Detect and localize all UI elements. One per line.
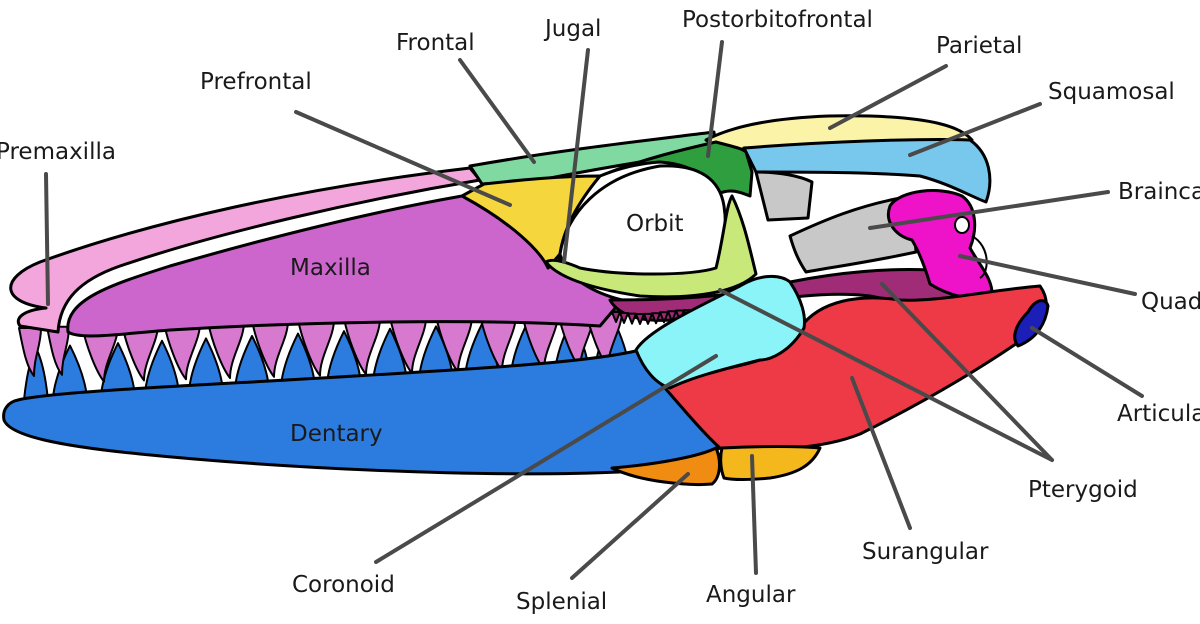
- label-dentary: Dentary: [290, 421, 383, 447]
- lower-tooth: [418, 325, 454, 380]
- lower-tooth: [372, 327, 408, 382]
- label-orbit: Orbit: [626, 211, 684, 237]
- label-braincase: Braincase: [1118, 179, 1200, 205]
- leader-pterygoid-1: [718, 288, 1054, 462]
- leader-jugal: [562, 48, 590, 264]
- leader-parietal: [828, 64, 948, 130]
- label-postorbitofrontal: Postorbitofrontal: [682, 7, 873, 33]
- pterygoid-tooth: [643, 312, 653, 325]
- pterygoid-tooth: [635, 312, 645, 325]
- quadrate-eye-icon: [954, 216, 970, 234]
- leader-articular: [1030, 326, 1144, 398]
- coronoid-bone: [634, 275, 806, 390]
- lower-tooth: [144, 339, 180, 394]
- lower-tooth: [52, 344, 88, 399]
- label-prefrontal: Prefrontal: [200, 69, 312, 95]
- upper-tooth: [46, 325, 70, 376]
- lower-tooth: [280, 332, 316, 387]
- lower-tooth: [326, 330, 362, 385]
- lower-tooth: [188, 337, 224, 392]
- label-coronoid: Coronoid: [292, 572, 395, 598]
- braincase-bone: [754, 170, 918, 274]
- leader-postorbitofrontal: [706, 40, 724, 158]
- label-surangular: Surangular: [862, 539, 989, 565]
- upper-tooth: [297, 318, 335, 377]
- pterygoid-tooth: [667, 310, 677, 323]
- leader-angular: [750, 454, 758, 575]
- label-quadrate: Quadrate: [1141, 289, 1200, 315]
- squamosal-bone: [742, 137, 992, 204]
- lower-tooth: [234, 335, 270, 389]
- angular-bone: [719, 445, 822, 481]
- label-squamosal: Squamosal: [1048, 79, 1175, 105]
- label-parietal: Parietal: [936, 33, 1022, 59]
- label-pterygoid: Pterygoid: [1028, 477, 1138, 503]
- leader-quadrate: [958, 254, 1137, 296]
- upper-tooth: [163, 322, 201, 381]
- label-angular: Angular: [706, 582, 796, 608]
- leader-frontal: [458, 58, 536, 164]
- jugal-bone: [544, 194, 758, 299]
- label-articular: Articular: [1117, 401, 1200, 427]
- label-premaxilla: Premaxilla: [0, 139, 116, 165]
- pterygoid-tooth: [659, 311, 669, 324]
- leader-premaxilla: [44, 172, 50, 306]
- premaxilla-bone: [9, 166, 482, 334]
- label-splenial: Splenial: [516, 589, 607, 615]
- leader-surangular: [850, 376, 912, 530]
- upper-tooth: [251, 319, 289, 378]
- leader-coronoid: [374, 354, 718, 564]
- pterygoid-tooth: [627, 312, 637, 325]
- upper-tooth: [18, 327, 42, 377]
- leader-pterygoid-2: [880, 282, 1054, 462]
- label-maxilla: Maxilla: [290, 255, 371, 281]
- quadrate-rim: [971, 235, 988, 279]
- leader-splenial: [570, 472, 690, 580]
- pterygoid-tooth: [611, 311, 621, 323]
- splenial-bone: [610, 446, 721, 486]
- leader-braincase: [868, 190, 1110, 230]
- leader-prefrontal: [294, 110, 512, 207]
- articular-bone: [1013, 299, 1050, 348]
- pterygoid-tooth: [651, 312, 661, 325]
- label-frontal: Frontal: [396, 30, 475, 56]
- leader-squamosal: [908, 102, 1042, 157]
- label-jugal: Jugal: [543, 16, 601, 42]
- pterygoid-tooth: [619, 311, 629, 324]
- upper-tooth: [207, 321, 245, 379]
- upper-tooth: [121, 323, 159, 382]
- upper-teeth: [18, 310, 623, 383]
